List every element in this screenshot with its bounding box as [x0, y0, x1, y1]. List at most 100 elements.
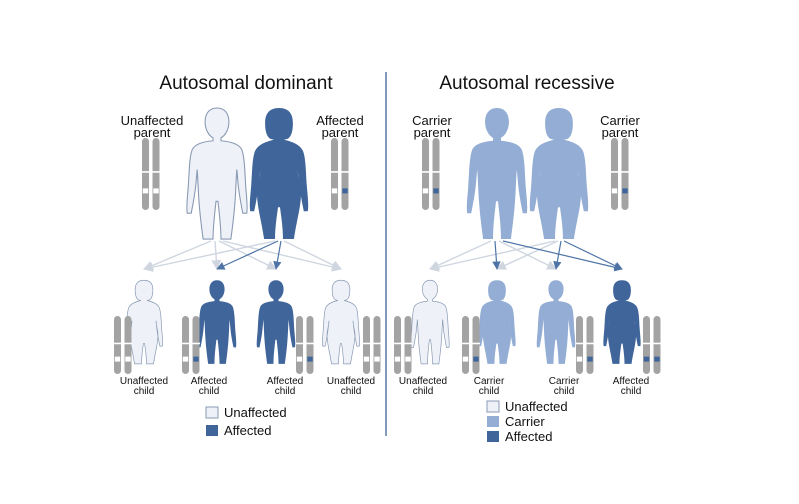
recessive-child-2-figure: [478, 280, 516, 364]
allele-marker-unaffected: [114, 356, 121, 362]
svg-text:child: child: [621, 386, 642, 397]
allele-marker-unaffected: [374, 356, 380, 362]
dominant-child-3-figure: [256, 280, 296, 364]
svg-text:child: child: [554, 386, 575, 397]
chromosome: [331, 138, 338, 210]
svg-text:Unaffected: Unaffected: [120, 376, 168, 387]
legend-item-unaffected: Unaffected: [205, 405, 287, 420]
svg-text:Carrier: Carrier: [474, 376, 505, 387]
chromosome: [306, 316, 314, 374]
recessive-parent-right-chromosomes: [610, 138, 629, 210]
legend-swatch-affected: [487, 431, 499, 442]
recessive-title: Autosomal recessive: [439, 73, 614, 94]
recessive-child-2-label: Carrier child: [474, 376, 505, 397]
chromosome: [124, 316, 132, 374]
legend-swatch-unaffected: [486, 400, 500, 413]
allele-marker-unaffected: [394, 356, 401, 362]
legend-swatch-unaffected: [205, 406, 219, 419]
allele-marker-unaffected: [296, 356, 303, 362]
dominant-child-4-label: Unaffected child: [327, 376, 375, 397]
recessive-parent-left-chromosomes: [421, 138, 440, 210]
chromosomes: [113, 138, 661, 374]
chromosome: [404, 316, 412, 374]
recessive-legend: Unaffected Carrier Affected: [486, 399, 568, 444]
inheritance-arrow: [143, 240, 276, 272]
svg-text:parent: parent: [602, 125, 639, 140]
recessive-child-4-chromosomes: [642, 316, 661, 374]
svg-text:Affected: Affected: [613, 376, 650, 387]
allele-marker-unaffected: [462, 356, 469, 362]
recessive-child-1-chromosomes: [393, 316, 412, 374]
svg-text:Affected: Affected: [191, 376, 228, 387]
allele-marker-unaffected: [576, 356, 583, 362]
figures: [124, 107, 641, 365]
svg-text:child: child: [275, 386, 296, 397]
inheritance-arrow: [553, 240, 562, 270]
svg-text:Carrier: Carrier: [412, 113, 452, 128]
allele-marker-unaffected: [422, 188, 429, 194]
dominant-parent-left-chromosomes: [141, 138, 160, 210]
chromosome: [394, 316, 401, 374]
svg-text:Carrier: Carrier: [505, 414, 545, 429]
allele-marker-affected: [342, 188, 348, 194]
allele-marker-affected: [473, 356, 479, 362]
allele-marker-affected: [622, 188, 628, 194]
recessive-parent-right-label: Carrier parent: [600, 113, 640, 140]
chromosome: [472, 316, 480, 374]
allele-marker-unaffected: [331, 188, 338, 194]
inheritance-arrow: [496, 240, 559, 270]
dominant-parent-left-label: Unaffected parent: [121, 113, 184, 140]
dominant-child-1-label: Unaffected child: [120, 376, 168, 397]
svg-text:child: child: [199, 386, 220, 397]
allele-marker-unaffected: [125, 356, 131, 362]
dominant-child-1-chromosomes: [113, 316, 132, 374]
chromosome: [142, 138, 149, 210]
legend-item-carrier: Carrier: [487, 414, 545, 429]
dominant-child-3-chromosomes: [295, 316, 314, 374]
dominant-child-3-label: Affected child: [267, 376, 304, 397]
legend-item-affected: Affected: [206, 423, 271, 438]
inheritance-arrow: [429, 240, 556, 272]
allele-marker-unaffected: [363, 356, 370, 362]
legend-item-affected: Affected: [487, 429, 552, 444]
svg-text:Affected: Affected: [267, 376, 304, 387]
svg-text:Affected: Affected: [224, 423, 271, 438]
svg-text:Unaffected: Unaffected: [399, 376, 447, 387]
svg-text:Carrier: Carrier: [549, 376, 580, 387]
chromosome: [182, 316, 189, 374]
inheritance-arrows-dark: [216, 240, 623, 272]
dominant-child-4-figure: [321, 279, 361, 365]
dominant-parent-right-label: Affected parent: [316, 113, 363, 140]
svg-text:Affected: Affected: [316, 113, 363, 128]
allele-marker-affected: [193, 356, 199, 362]
chromosome: [611, 138, 618, 210]
chromosome: [621, 138, 629, 210]
recessive-child-1-label: Unaffected child: [399, 376, 447, 397]
chromosome: [296, 316, 303, 374]
recessive-child-3-label: Carrier child: [549, 376, 580, 397]
inheritance-arrow: [429, 240, 492, 270]
recessive-child-3-chromosomes: [575, 316, 594, 374]
legend-swatch-affected: [206, 425, 218, 436]
allele-marker-affected: [643, 356, 650, 362]
dominant-parent-affected-figure: [249, 108, 309, 240]
inheritance-arrow: [563, 240, 623, 270]
recessive-parent-carrier-figure-right: [529, 108, 589, 240]
recessive-parent-left-label: Carrier parent: [412, 113, 452, 140]
allele-marker-affected: [654, 356, 660, 362]
svg-text:child: child: [134, 386, 155, 397]
svg-text:parent: parent: [134, 125, 171, 140]
svg-text:Unaffected: Unaffected: [121, 113, 184, 128]
recessive-child-3-figure: [536, 280, 576, 364]
recessive-parent-carrier-figure-left: [466, 108, 528, 240]
recessive-child-4-label: Affected child: [613, 376, 650, 397]
inheritance-arrow: [211, 240, 222, 270]
dominant-legend: Unaffected Affected: [205, 405, 287, 438]
chromosome: [373, 316, 381, 374]
chromosome: [363, 316, 370, 374]
svg-text:parent: parent: [414, 125, 451, 140]
allele-marker-affected: [307, 356, 313, 362]
chromosome: [192, 316, 200, 374]
